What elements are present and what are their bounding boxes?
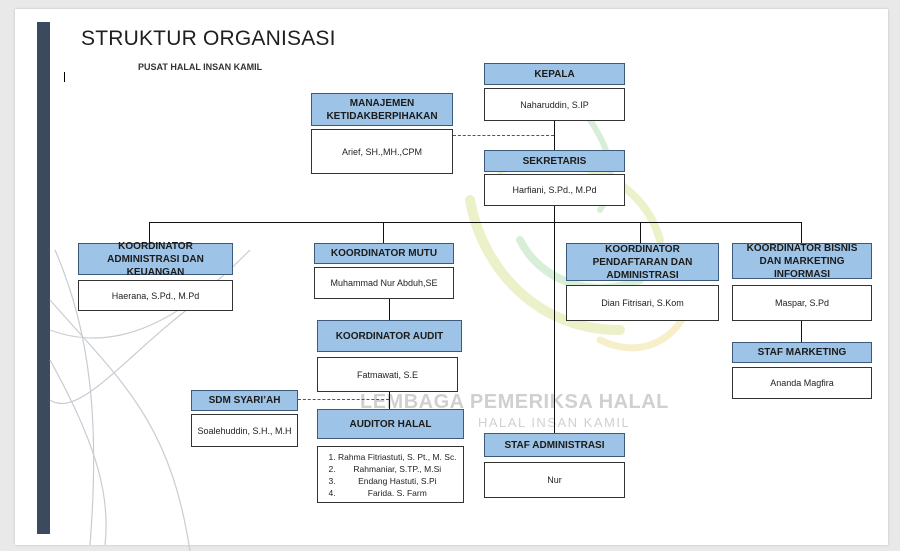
connector-line: [640, 222, 641, 243]
name-koordinator-bisnis-marketing: Maspar, S.Pd: [732, 285, 872, 321]
connector-line: [149, 222, 802, 223]
position-manajemen-ketidakberpihakan: MANAJEMEN KETIDAKBERPIHAKAN: [311, 93, 453, 126]
dashed-connector: [453, 135, 554, 136]
position-koordinator-bisnis-marketing: KOORDINATOR BISNIS DAN MARKETING INFORMA…: [732, 243, 872, 280]
connector-line: [389, 299, 390, 320]
connector-line: [383, 222, 384, 243]
name-sekretaris: Harfiani, S.Pd., M.Pd: [484, 174, 625, 206]
text-cursor: [64, 72, 65, 82]
name-koordinator-administrasi-keuangan: Haerana, S.Pd., M.Pd: [78, 280, 233, 311]
position-staf-marketing: STAF MARKETING: [732, 342, 872, 363]
page-title: STRUKTUR ORGANISASI: [81, 27, 336, 50]
name-manajemen-ketidakberpihakan: Arief, SH.,MH.,CPM: [311, 129, 453, 174]
position-sdm-syariah: SDM SYARI’AH: [191, 390, 298, 411]
position-staf-administrasi: STAF ADMINISTRASI: [484, 433, 625, 457]
list-item: Rahmaniar, S.TP., M.Si: [338, 463, 457, 475]
name-sdm-syariah: Soalehuddin, S.H., M.H: [191, 414, 298, 447]
auditor-list: Rahma Fitriastuti, S. Pt., M. Sc. Rahman…: [322, 451, 457, 499]
decorative-sidebar-bar: [37, 22, 50, 534]
name-staf-administrasi: Nur: [484, 462, 625, 498]
name-kepala: Naharuddin, S.IP: [484, 88, 625, 121]
name-staf-marketing: Ananda Magfira: [732, 367, 872, 399]
connector-line: [389, 392, 390, 409]
list-item: Endang Hastuti, S.Pi: [338, 475, 457, 487]
connector-line: [801, 222, 802, 243]
position-koordinator-administrasi-keuangan: KOORDINATOR ADMINISTRASI DAN KEUANGAN: [78, 241, 233, 278]
connector-line: [554, 206, 555, 433]
watermark-subtext: HALAL INSAN KAMIL: [478, 415, 631, 430]
page-subtitle: PUSAT HALAL INSAN KAMIL: [138, 62, 263, 72]
list-item: Farida. S. Farm: [338, 487, 457, 499]
names-auditor-halal: Rahma Fitriastuti, S. Pt., M. Sc. Rahman…: [317, 446, 464, 503]
position-auditor-halal: AUDITOR HALAL: [317, 409, 464, 439]
name-koordinator-mutu: Muhammad Nur Abduh,SE: [314, 267, 454, 299]
position-koordinator-mutu: KOORDINATOR MUTU: [314, 243, 454, 264]
list-item: Rahma Fitriastuti, S. Pt., M. Sc.: [338, 451, 457, 463]
connector-line: [801, 321, 802, 342]
position-koordinator-audit: KOORDINATOR AUDIT: [317, 320, 462, 352]
position-kepala: KEPALA: [484, 63, 625, 85]
name-koordinator-audit: Fatmawati, S.E: [317, 357, 458, 392]
dashed-connector: [298, 399, 389, 400]
position-sekretaris: SEKRETARIS: [484, 150, 625, 172]
watermark-text: LEMBAGA PEMERIKSA HALAL: [360, 391, 669, 413]
position-koordinator-pendaftaran-administrasi: KOORDINATOR PENDAFTARAN DAN ADMINISTRASI: [566, 243, 719, 281]
connector-line: [554, 121, 555, 150]
name-koordinator-pendaftaran-administrasi: Dian Fitrisari, S.Kom: [566, 285, 719, 321]
connector-line: [149, 222, 150, 243]
